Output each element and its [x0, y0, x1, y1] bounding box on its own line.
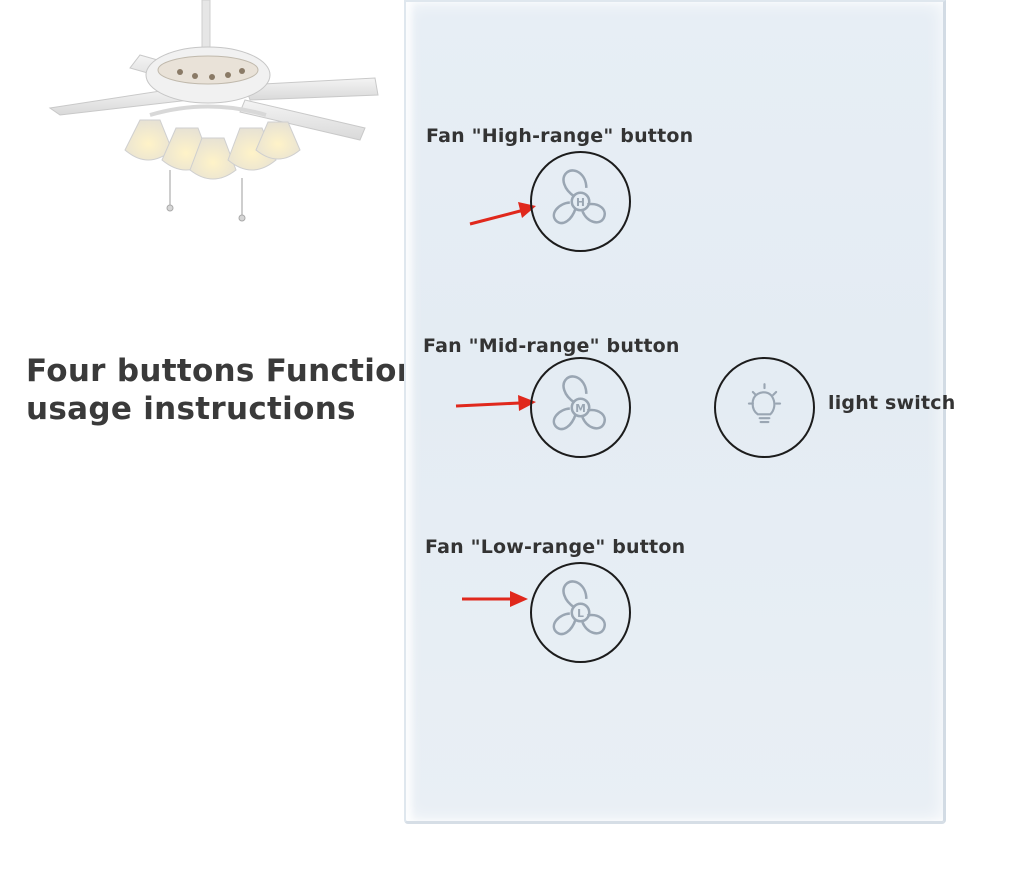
- light-bulb-icon: [747, 383, 782, 424]
- arrow-mid-icon: [455, 395, 536, 411]
- fan-low-label: Fan "Low-range" button: [425, 536, 686, 558]
- arrow-high-icon: [469, 202, 536, 226]
- light-switch-button[interactable]: [714, 357, 815, 458]
- fan-high-label: Fan "High-range" button: [426, 125, 694, 147]
- fan-mid-letter: M: [575, 402, 586, 415]
- light-switch-label: light switch: [828, 392, 956, 414]
- ceiling-fan-image: [48, 0, 379, 222]
- fan-mid-label: Fan "Mid-range" button: [423, 335, 680, 357]
- switch-panel: [404, 0, 946, 824]
- heading-line-2: usage instructions: [26, 391, 356, 427]
- fan-high-letter: H: [576, 196, 585, 209]
- fan-low-button[interactable]: L: [530, 562, 631, 663]
- fan-high-icon: H: [552, 169, 606, 225]
- fan-low-letter: L: [577, 607, 584, 620]
- fan-low-icon: L: [552, 580, 606, 636]
- fan-mid-button[interactable]: M: [530, 357, 631, 458]
- instructions-heading: Four buttons Function usage instructions: [26, 352, 419, 428]
- fan-mid-icon: M: [552, 375, 606, 431]
- fan-high-button[interactable]: H: [530, 151, 631, 252]
- heading-line-1: Four buttons Function: [26, 353, 420, 389]
- arrow-low-icon: [462, 591, 528, 607]
